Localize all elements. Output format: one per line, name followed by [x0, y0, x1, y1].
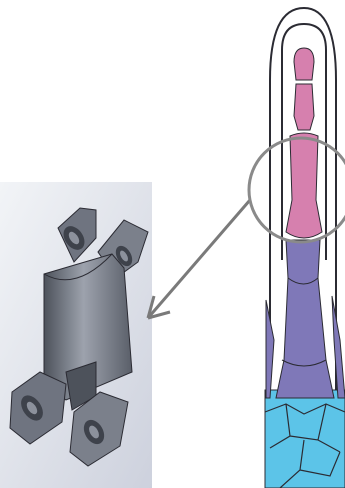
pointer-arrow-icon: [148, 200, 250, 318]
finger-bones-icon: [265, 8, 345, 488]
